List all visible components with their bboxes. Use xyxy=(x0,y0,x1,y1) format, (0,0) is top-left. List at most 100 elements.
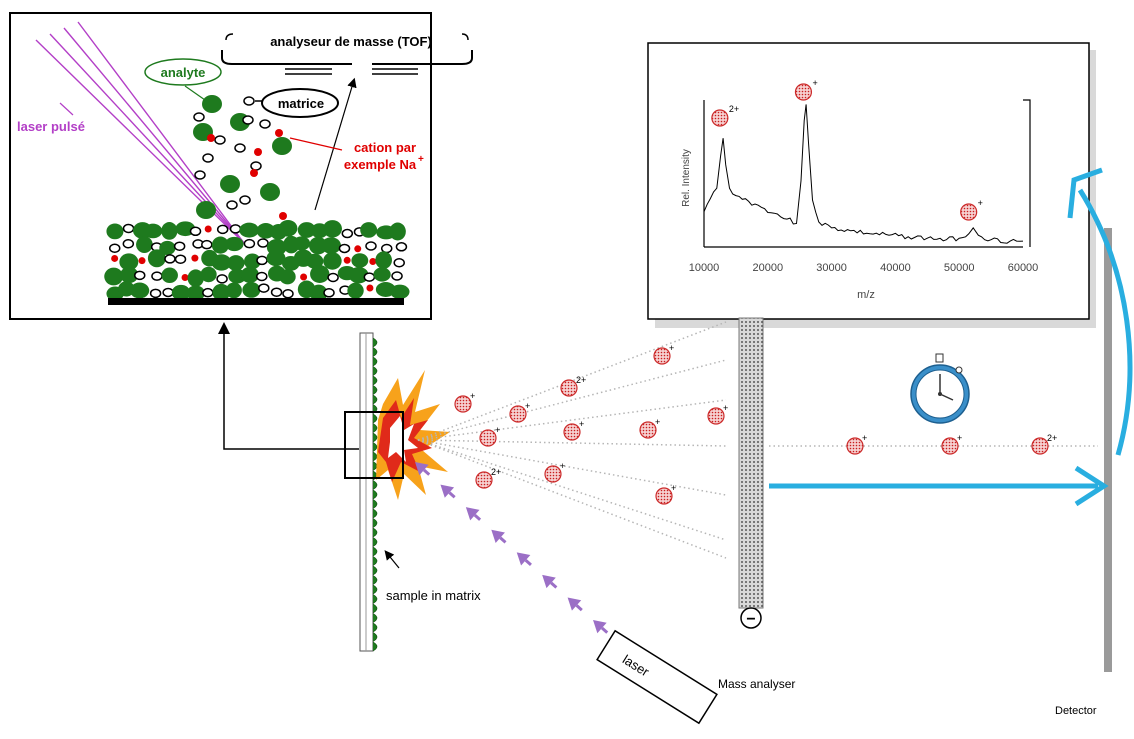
matrix-molecule xyxy=(201,239,213,250)
matrix-molecule xyxy=(234,143,246,153)
ion-charge-label: + xyxy=(669,343,674,353)
matrix-molecule xyxy=(194,170,206,180)
laser-device: laser xyxy=(596,629,718,725)
laser-arrow-tail xyxy=(473,514,482,521)
analyte-molecule xyxy=(187,269,204,287)
ion-trajectory xyxy=(417,439,727,447)
matrix-molecule xyxy=(270,287,283,297)
matrix-bump xyxy=(372,518,378,528)
laser-arrow-tail xyxy=(423,468,431,476)
matrix-molecule xyxy=(250,161,262,171)
signal-curve-arrow-head xyxy=(1067,167,1103,219)
cation-label-line1: cation par xyxy=(354,140,416,155)
analyte-molecule xyxy=(266,250,286,267)
cation xyxy=(254,148,262,156)
matrix-molecule xyxy=(122,223,135,234)
sample-substrate xyxy=(108,298,404,305)
laser-label: laser pulsé xyxy=(17,119,85,134)
flight-arrow-head xyxy=(1074,465,1109,507)
analyte-molecule xyxy=(240,266,259,283)
matrix-molecule xyxy=(122,239,135,249)
ion-trajectory xyxy=(417,439,727,541)
matrix-bump xyxy=(372,613,378,623)
analyte-molecule xyxy=(119,253,139,271)
matrix-bump xyxy=(372,385,378,395)
analyte-pointer xyxy=(184,85,206,101)
ion-charge-label: 2+ xyxy=(491,467,501,477)
analyte-molecule xyxy=(104,267,124,286)
matrix-molecule xyxy=(174,254,187,264)
matrix-bump xyxy=(372,527,378,538)
cation xyxy=(366,284,374,292)
analyte-molecule xyxy=(239,222,259,238)
analyte-molecule xyxy=(225,236,244,252)
analyte-molecule xyxy=(351,253,369,268)
matrix-molecule xyxy=(365,241,377,251)
cation xyxy=(250,169,258,177)
zoom-box xyxy=(344,411,404,479)
ion-trajectory xyxy=(417,439,727,496)
ion-charge-label: + xyxy=(560,461,565,471)
sample-in-matrix-label: sample in matrix xyxy=(386,588,481,603)
negative-electrode-icon xyxy=(740,607,762,629)
tof-bracket-top-right xyxy=(461,33,469,41)
matrix-molecule xyxy=(243,238,256,249)
analyte-molecule xyxy=(321,237,341,254)
y-axis-label: Rel. Intensity xyxy=(681,149,692,207)
matrix-bump xyxy=(372,347,378,357)
analyte-molecule xyxy=(390,284,410,299)
matrix-sample-molecule xyxy=(243,96,255,106)
cation xyxy=(279,212,287,220)
ion-charge-label: + xyxy=(495,425,500,435)
matrix-molecule xyxy=(393,257,405,268)
analyte-molecule xyxy=(225,282,242,299)
flying-ion-icon xyxy=(509,405,527,423)
ion-charge-label: + xyxy=(525,401,530,411)
cation xyxy=(204,225,212,233)
matrix-molecule xyxy=(259,119,271,129)
matrix-molecule xyxy=(338,243,351,254)
cation xyxy=(369,258,377,266)
matrix-molecule xyxy=(216,224,229,235)
matrix-bump xyxy=(372,413,378,424)
matrix-molecule xyxy=(216,274,228,284)
sample-matrix-layer xyxy=(372,337,378,652)
cation-label-sup: + xyxy=(418,154,424,165)
ion-charge-label: + xyxy=(862,433,867,443)
analyte-molecule xyxy=(389,222,406,241)
flying-ion-icon xyxy=(707,407,725,425)
matrix-molecule xyxy=(149,288,162,299)
matrix-bump xyxy=(372,423,378,433)
matrix-bump xyxy=(372,480,378,490)
matrix-bump xyxy=(372,565,378,576)
x-tick-label: 30000 xyxy=(816,262,847,274)
peak-ion-icons: 2+++ xyxy=(711,78,983,221)
matrix-molecule xyxy=(363,272,376,282)
analyte-molecule xyxy=(260,183,280,201)
laser-arrow xyxy=(440,484,455,498)
laser-arrow-tail xyxy=(524,559,532,567)
cation-label-line2: exemple Na xyxy=(344,157,417,172)
analyte-molecule xyxy=(202,95,222,113)
matrix-bump xyxy=(372,546,378,557)
matrix-bump xyxy=(372,489,378,500)
laser-arrow xyxy=(491,529,505,543)
matrix-label: matrice xyxy=(278,96,324,111)
schematic: − laser +2+++++++2+++++2+ s xyxy=(218,167,1133,725)
analyte-molecule xyxy=(159,240,176,256)
flying-ion-icon xyxy=(653,347,671,365)
analyte-molecule xyxy=(348,267,369,284)
ion-charge-label: + xyxy=(655,417,660,427)
ion-charge-label: + xyxy=(957,433,962,443)
peak-charge-label: 2+ xyxy=(729,104,739,114)
analyte-molecule xyxy=(256,223,276,239)
matrix-molecule xyxy=(242,115,254,125)
flying-ion-icon xyxy=(941,437,959,455)
matrix-molecule xyxy=(226,200,238,210)
matrix-molecule xyxy=(341,228,354,239)
laser-arrow xyxy=(593,620,607,634)
matrix-molecule xyxy=(164,254,176,264)
analyte-molecule xyxy=(129,282,150,299)
cation xyxy=(354,245,362,253)
analyte-molecule xyxy=(171,284,191,301)
